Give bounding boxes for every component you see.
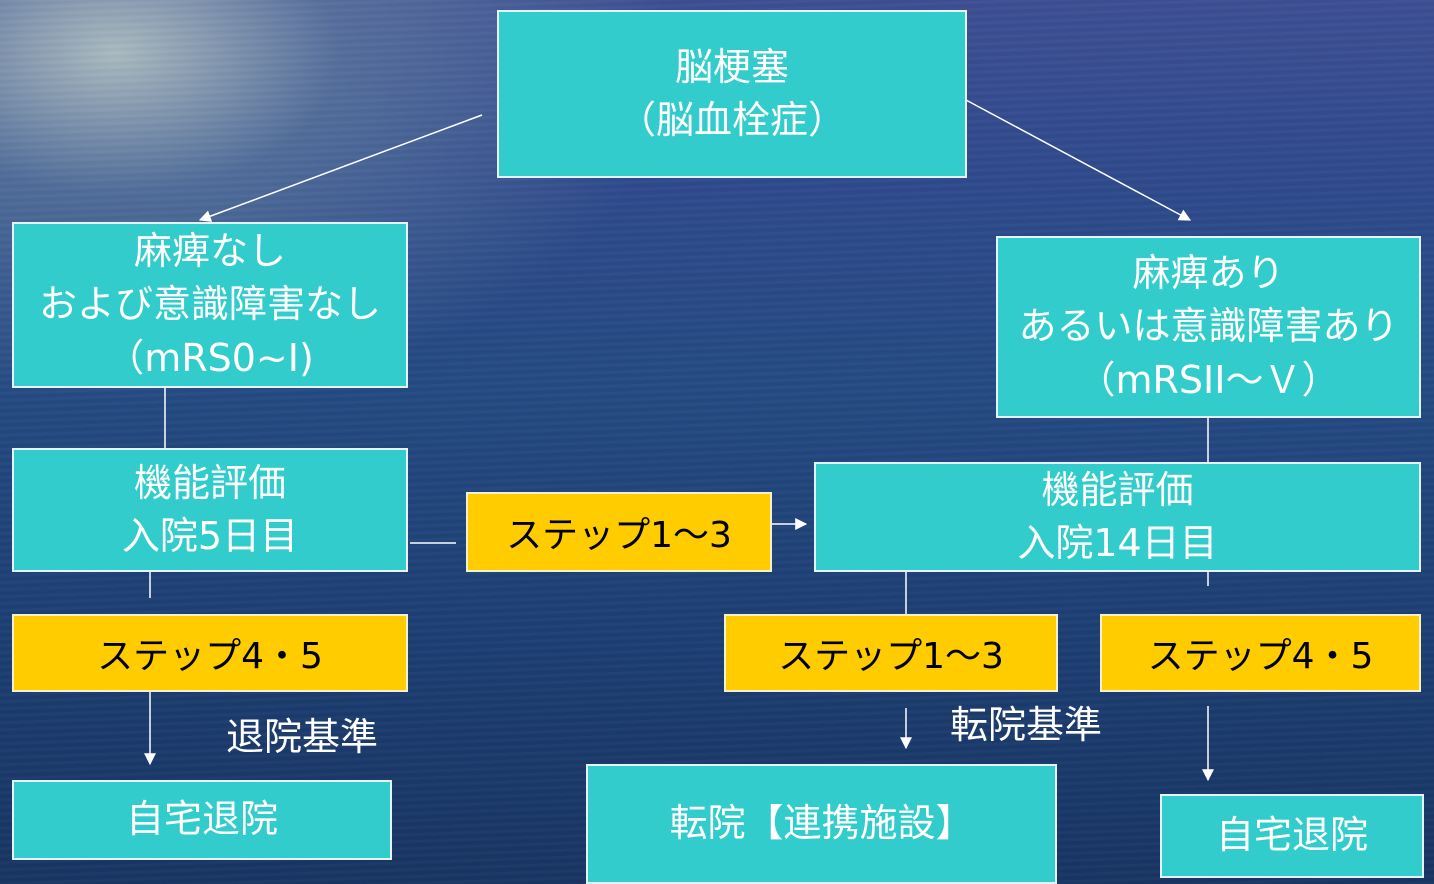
right-eval-line1: 機能評価 <box>1041 467 1194 512</box>
left-outcome-label: 自宅退院 <box>125 797 278 842</box>
arrow-root-to-right <box>965 99 1192 221</box>
left-condition-line2: および意識障害なし <box>38 282 381 327</box>
right-outcome-node: 自宅退院 <box>1160 794 1424 878</box>
right-step-a-label: ステップ1～3 <box>778 636 1004 677</box>
right-condition-line1: 麻痺あり <box>1132 251 1285 296</box>
left-step-box: ステップ4・5 <box>12 614 408 692</box>
root-node: 脳梗塞 （脳血栓症） <box>497 10 967 178</box>
right-eval-line2: 入院14日目 <box>1017 521 1218 565</box>
right-eval-node: 機能評価 入院14日目 <box>814 462 1421 572</box>
arrow-root-to-left <box>198 114 483 222</box>
left-condition-line3: （mRS0~I) <box>106 335 314 380</box>
left-condition-line1: 麻痺なし <box>133 229 286 274</box>
right-condition-node: 麻痺あり あるいは意識障害あり （mRSII～Ｖ） <box>996 236 1421 418</box>
right-step-a-box: ステップ1～3 <box>724 614 1058 692</box>
right-outcome-label: 自宅退院 <box>1215 813 1368 858</box>
transfer-criteria-label: 転院基準 <box>950 703 1103 747</box>
transfer-outcome-node: 転院【連携施設】 <box>586 764 1057 884</box>
right-condition-line2: あるいは意識障害あり <box>1018 304 1399 349</box>
middle-step-label: ステップ1～3 <box>506 515 732 556</box>
left-eval-line1: 機能評価 <box>133 460 286 505</box>
left-eval-line2: 入院5日目 <box>121 514 299 558</box>
right-step-b-box: ステップ4・5 <box>1100 614 1421 692</box>
right-condition-line3: （mRSII～Ｖ） <box>1077 357 1340 402</box>
discharge-criteria-label: 退院基準 <box>226 715 379 759</box>
root-subtitle: （脳血栓症） <box>617 98 846 142</box>
transfer-outcome-label: 転院【連携施設】 <box>669 801 974 846</box>
right-step-b-label: ステップ4・5 <box>1147 636 1374 677</box>
left-condition-node: 麻痺なし および意識障害なし （mRS0~I) <box>12 222 408 388</box>
left-step-label: ステップ4・5 <box>97 636 323 677</box>
left-eval-node: 機能評価 入院5日目 <box>12 448 408 572</box>
root-title: 脳梗塞 <box>674 44 789 89</box>
left-outcome-node: 自宅退院 <box>12 780 392 860</box>
middle-step-box: ステップ1～3 <box>466 492 772 572</box>
